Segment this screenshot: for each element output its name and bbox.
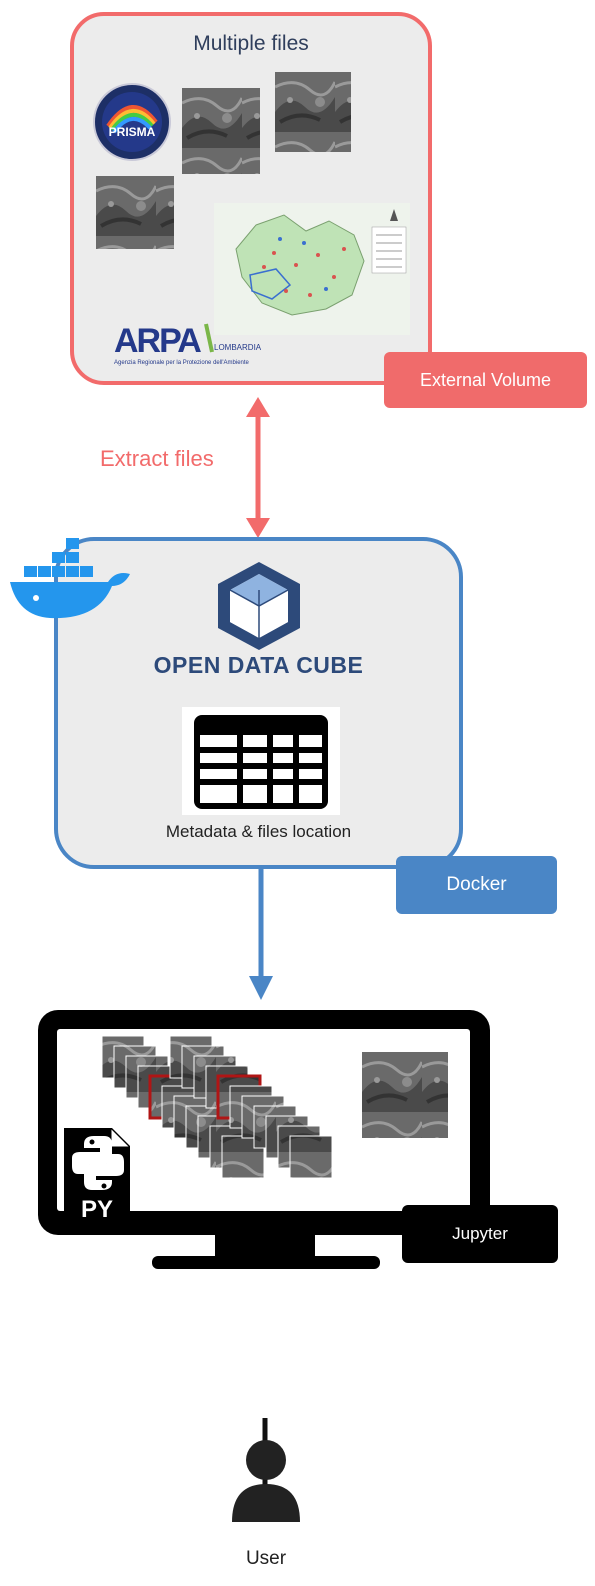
stack-tile — [289, 1135, 333, 1179]
arpa-logo-subtitle: Agenzia Regionale per la Protezione dell… — [114, 360, 250, 366]
python-py-label: PY — [81, 1196, 113, 1223]
metadata-table-icon — [182, 707, 340, 815]
data-cube-image-stacks — [96, 1032, 336, 1194]
arpa-logo-text: ARPA — [114, 322, 201, 360]
external-volume-tag: External Volume — [384, 352, 587, 408]
user-label: User — [245, 1548, 287, 1569]
user-avatar-icon — [226, 1430, 306, 1524]
prisma-logo: PRISMA — [92, 82, 172, 162]
metadata-files-location-label: Metadata & files location — [165, 822, 352, 841]
satellite-image-2 — [275, 72, 351, 152]
lombardy-map — [214, 203, 410, 335]
open-data-cube-logo-icon — [216, 560, 302, 652]
satellite-image-result — [362, 1052, 448, 1138]
open-data-cube-wordmark: OPEN DATA CUBE — [153, 652, 364, 678]
satellite-image-1 — [182, 88, 260, 174]
external-volume-title: Multiple files — [193, 32, 309, 55]
docker-tag: Docker — [396, 856, 557, 914]
monitor-stand-neck — [215, 1234, 315, 1258]
docker-to-jupyter-arrow — [246, 868, 276, 1002]
monitor-stand-base — [152, 1256, 380, 1269]
arpa-logo-region: LOMBARDIA — [214, 343, 262, 352]
python-file-icon: PY — [60, 1124, 134, 1226]
extract-files-arrow — [238, 395, 278, 540]
satellite-image-3 — [96, 176, 174, 249]
docker-whale-icon — [8, 536, 132, 622]
jupyter-tag: Jupyter — [402, 1205, 558, 1263]
arpa-logo: ARPA LOMBARDIA Agenzia Regionale per la … — [112, 320, 282, 372]
prisma-logo-text: PRISMA — [109, 125, 156, 139]
extract-files-label: Extract files — [100, 446, 214, 471]
